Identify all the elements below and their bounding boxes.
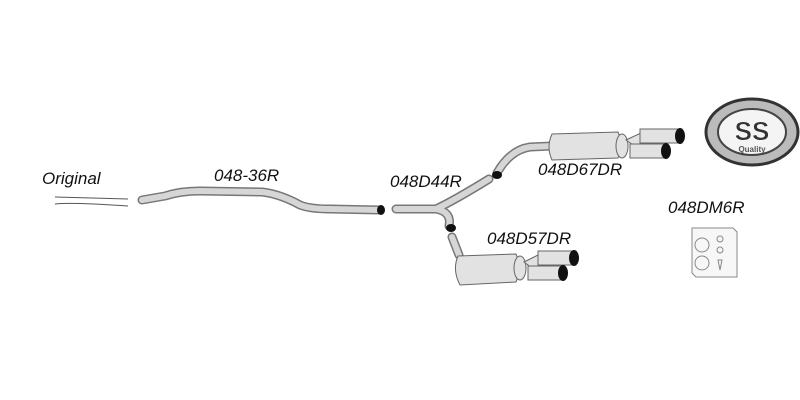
label-048D57DR: 048D57DR	[487, 229, 571, 248]
part-048D67DR[interactable]: 048D67DR	[492, 128, 685, 179]
label-048-36R: 048-36R	[214, 166, 279, 185]
svg-text:Quality: Quality	[738, 145, 766, 154]
part-048D44R[interactable]: 048D44R	[390, 172, 494, 232]
part-048D57DR[interactable]: 048D57DR	[447, 229, 579, 286]
label-original: Original	[42, 169, 102, 188]
svg-text:SS: SS	[735, 116, 770, 146]
part-048DM6R[interactable]: 048DM6R	[668, 198, 745, 278]
label-048DM6R: 048DM6R	[668, 198, 745, 217]
label-048D67DR: 048D67DR	[538, 160, 622, 179]
original-pipe: Original	[42, 169, 129, 207]
part-048-36R[interactable]: 048-36R	[137, 166, 385, 215]
stainless-steel-logo: SS Quality	[704, 97, 800, 167]
label-048D44R: 048D44R	[390, 172, 462, 191]
